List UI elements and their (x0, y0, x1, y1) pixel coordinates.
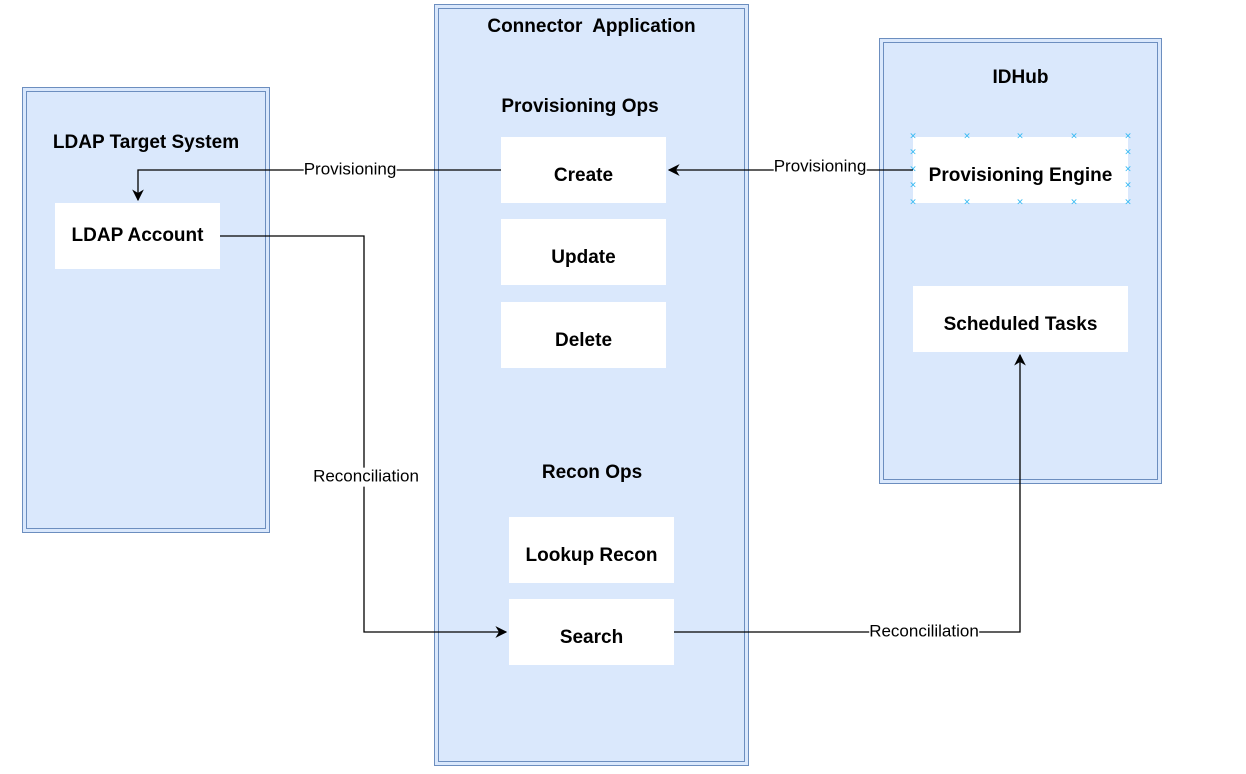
ldap-account-box[interactable]: LDAP Account (55, 203, 220, 269)
lookup-recon-box[interactable]: Lookup Recon (509, 517, 674, 583)
edge-ldap-account-to-search[interactable] (220, 235, 508, 638)
selection-handle[interactable]: × (1124, 197, 1132, 208)
provisioning-ops-heading: Provisioning Ops (501, 96, 659, 117)
selection-handle[interactable]: × (909, 147, 917, 158)
selection-handle[interactable]: × (1016, 197, 1024, 208)
edge-label-reconcililation: Reconcililation (869, 621, 979, 642)
recon-ops-heading: Recon Ops (541, 462, 643, 483)
ldap-target-system-title: LDAP Target System (52, 132, 240, 153)
update-box[interactable]: Update (501, 219, 666, 285)
edge-label-provisioning-right: Provisioning (773, 156, 867, 177)
selection-handle[interactable]: × (1124, 147, 1132, 158)
edge-label-provisioning-left: Provisioning (303, 159, 397, 180)
selection-handle[interactable]: × (963, 197, 971, 208)
selection-handle[interactable]: × (1124, 180, 1132, 191)
scheduled-tasks-box[interactable]: Scheduled Tasks (913, 286, 1128, 352)
provisioning-engine-box[interactable]: Provisioning Engine (913, 137, 1128, 203)
selection-handle[interactable]: × (1070, 197, 1078, 208)
edge-search-to-scheduled-tasks[interactable] (674, 353, 1026, 633)
selection-handle[interactable]: × (1124, 131, 1132, 142)
selection-handle[interactable]: × (1016, 131, 1024, 142)
create-box[interactable]: Create (501, 137, 666, 203)
selection-handle[interactable]: × (1070, 131, 1078, 142)
selection-handle[interactable]: × (1124, 164, 1132, 175)
selection-handle[interactable]: × (909, 197, 917, 208)
search-box[interactable]: Search (509, 599, 674, 665)
connector-application-title: Connector Application (487, 16, 696, 37)
delete-box[interactable]: Delete (501, 302, 666, 368)
idhub-title: IDHub (992, 67, 1049, 88)
selection-handle[interactable]: × (963, 131, 971, 142)
selection-handle[interactable]: × (909, 180, 917, 191)
selection-handle[interactable]: × (909, 131, 917, 142)
edge-label-reconciliation: Reconciliation (313, 466, 419, 487)
